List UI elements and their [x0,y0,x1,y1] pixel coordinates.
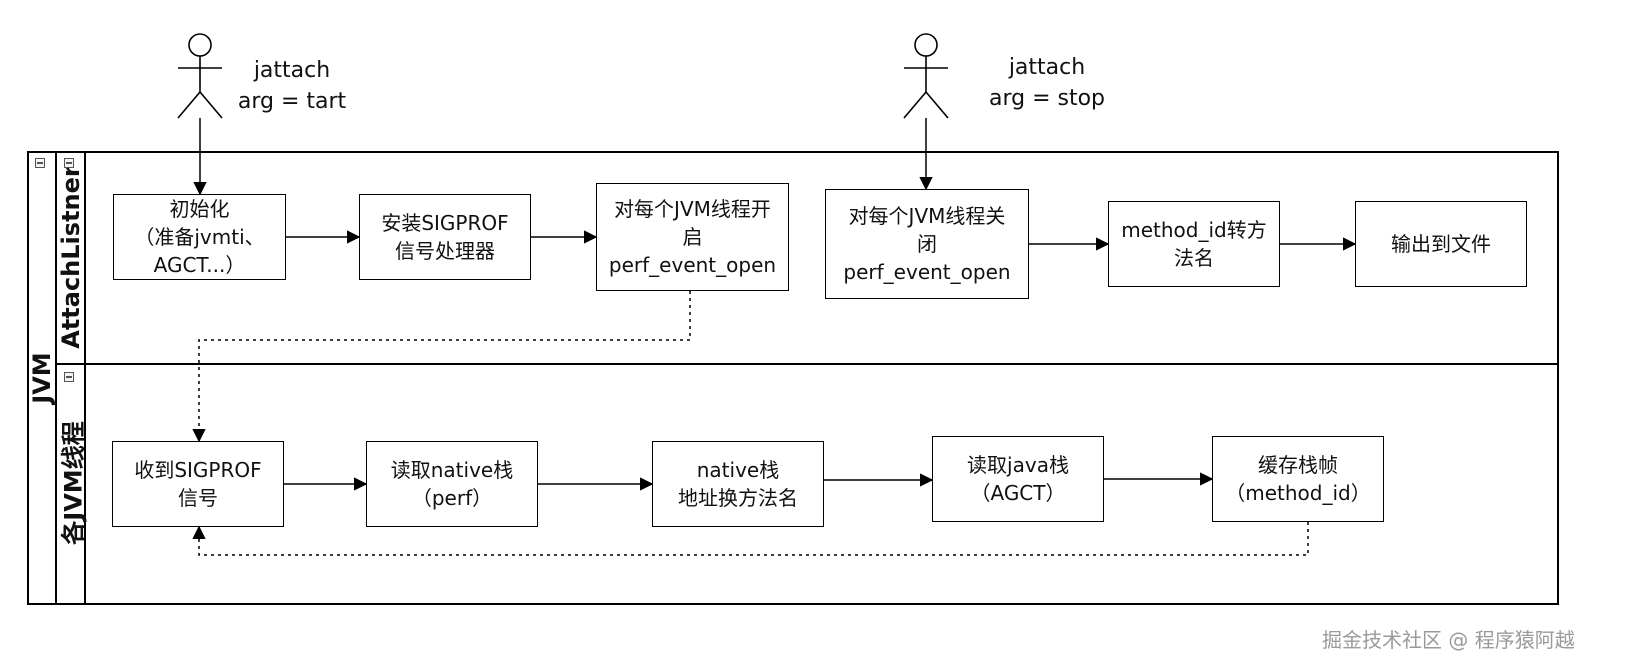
node-receive-sigprof[interactable]: 收到SIGPROF 信号 [112,441,284,527]
node-read-native-stack[interactable]: 读取native栈 （perf） [366,441,538,527]
pool-header-band [27,151,57,605]
node-open-perf-event[interactable]: 对每个JVM线程开 启 perf_event_open [596,183,789,291]
watermark: 掘金技术社区 @ 程序猿阿越 [1322,628,1575,652]
node-read-java-stack[interactable]: 读取java栈 （AGCT） [932,436,1104,522]
jvm-pool [27,151,1559,605]
node-close-perf-event[interactable]: 对每个JVM线程关 闭 perf_event_open [825,189,1029,299]
lane-attach-collapse-toggle[interactable] [64,158,74,168]
node-output-file[interactable]: 输出到文件 [1355,201,1527,287]
actor-stop-label: jattach arg = stop [988,55,1106,111]
actor-start-icon [177,33,223,119]
actor-start-label: jattach arg = tart [237,58,347,114]
pool-collapse-toggle[interactable] [35,158,45,168]
node-native-addr-to-name[interactable]: native栈 地址换方法名 [652,441,824,527]
node-install-handler[interactable]: 安装SIGPROF 信号处理器 [359,194,531,280]
node-cache-frames[interactable]: 缓存栈帧 （method_id） [1212,436,1384,522]
actor-stop-icon [903,33,949,119]
lane-header-band [55,151,86,605]
edge-open-recv [192,291,691,443]
node-method-id-convert[interactable]: method_id转方 法名 [1108,201,1280,287]
edge-cache-recv [192,522,1309,556]
lane-jvm-collapse-toggle[interactable] [64,372,74,382]
lane-divider [55,363,1558,365]
node-init[interactable]: 初始化 （准备jvmti、 AGCT...） [113,194,286,280]
